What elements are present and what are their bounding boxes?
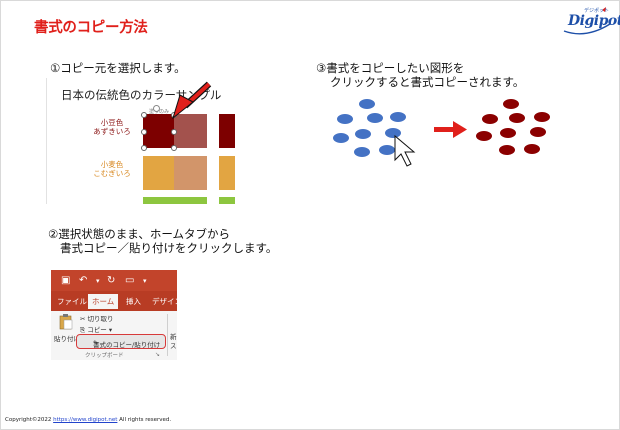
format-painter-button[interactable]: ✎ 書式のコピー/貼り付け <box>76 334 166 349</box>
step1-text: ①コピー元を選択します。 <box>50 61 186 75</box>
copy-icon: ⎘ <box>80 326 86 334</box>
footer-link[interactable]: https://www.digipot.net <box>53 417 118 423</box>
copyright-footer: Copyright©2022 https://www.digipot.net A… <box>5 417 172 423</box>
green-swatch-2 <box>219 197 235 204</box>
azuki-color-name: 小豆色 あずきいろ <box>93 118 131 136</box>
selection-handle[interactable] <box>171 129 177 135</box>
paste-label[interactable]: 貼り付け <box>54 335 80 343</box>
step1-instruction: ①コピー元を選択します。 <box>50 61 186 75</box>
copy-button[interactable]: ⎘ コピー ▾ <box>80 326 113 334</box>
transform-arrow-icon <box>434 121 467 138</box>
komugi-light-swatch <box>174 156 207 190</box>
azuki-dark-swatch-selected[interactable] <box>143 114 174 148</box>
shape-demo <box>333 99 550 167</box>
presentation-icon[interactable]: ▭ <box>125 275 135 286</box>
azuki-swatch[interactable] <box>174 114 207 148</box>
mouse-cursor-icon <box>394 134 416 167</box>
logo-kana: デジポット <box>584 8 610 14</box>
step3-line1: ③書式をコピーしたい図形を <box>316 61 465 75</box>
step3-instruction: ③書式をコピーしたい図形を クリックすると書式コピーされます。 <box>316 61 524 89</box>
blue-shapes[interactable] <box>333 99 406 157</box>
tab-design[interactable]: デザイン <box>152 297 177 306</box>
undo-dropdown-icon[interactable]: ▾ <box>96 277 100 285</box>
logo-text: Digipot <box>568 13 620 29</box>
selection-handle[interactable] <box>141 145 147 151</box>
digipot-logo: デジポット Digipot <box>560 6 620 36</box>
selection-handle[interactable] <box>141 112 147 118</box>
komugi-color-name: 小麦色 こむぎいろ <box>93 160 131 178</box>
ribbon-tabs: ファイル ホーム 挿入 デザイン <box>51 291 177 311</box>
azuki-dark-swatch-2[interactable] <box>219 114 235 148</box>
dark-red-shapes[interactable] <box>476 99 550 155</box>
dialog-launcher-icon[interactable]: ↘ <box>155 351 161 358</box>
logo-swoosh-icon <box>563 7 611 35</box>
page-title: 書式のコピー方法 <box>34 20 148 36</box>
green-swatch <box>143 197 207 204</box>
clipboard-group-label: クリップボード <box>85 353 124 359</box>
step2-instruction: ②選択状態のまま、ホームタブから 書式コピー／貼り付けをクリックします。 <box>48 227 277 255</box>
undo-icon[interactable]: ↶ <box>79 275 88 286</box>
tab-home[interactable]: ホーム <box>88 294 119 309</box>
rotation-handle[interactable] <box>153 105 160 112</box>
group-divider <box>167 314 168 356</box>
fill-note: 塗りのみ <box>149 109 170 115</box>
step2-line1: ②選択状態のまま、ホームタブから <box>48 227 231 241</box>
selection-handle[interactable] <box>141 129 147 135</box>
pointer-arrow-icon <box>172 81 212 120</box>
step3-line2: クリックすると書式コピーされます。 <box>330 75 525 89</box>
chevron-down-icon: ▾ <box>108 326 113 334</box>
quick-access-toolbar: ▣ ↶ ▾ ↻ ▭ ▾ <box>51 270 177 291</box>
tab-insert[interactable]: 挿入 <box>126 297 141 306</box>
save-icon[interactable]: ▣ <box>61 275 71 286</box>
step2-line2: 書式コピー／貼り付けをクリックします。 <box>60 241 278 255</box>
komugi-swatch <box>143 156 174 190</box>
color-sample-panel: 日本の伝統色のカラーサンプル 塗りのみ 小豆色 あずきいろ 小麦色 こむぎいろ <box>46 78 235 204</box>
scissors-icon: ✂ <box>80 315 86 323</box>
paste-icon[interactable] <box>59 314 73 330</box>
selection-handle[interactable] <box>171 145 177 151</box>
brush-icon: ✎ <box>93 339 99 347</box>
cut-button[interactable]: ✂ 切り取り <box>80 315 114 323</box>
komugi-swatch-2 <box>219 156 235 190</box>
customize-toolbar-icon[interactable]: ▾ <box>143 277 147 285</box>
tab-file[interactable]: ファイル <box>57 297 87 306</box>
redo-icon[interactable]: ↻ <box>107 275 116 286</box>
ribbon-screenshot: ▣ ↶ ▾ ↻ ▭ ▾ ファイル ホーム 挿入 デザイン 貼り付け ✂ 切り取り… <box>51 270 177 360</box>
slide-label[interactable]: スラ <box>170 342 177 350</box>
new-slide-label[interactable]: 新 <box>170 333 177 341</box>
